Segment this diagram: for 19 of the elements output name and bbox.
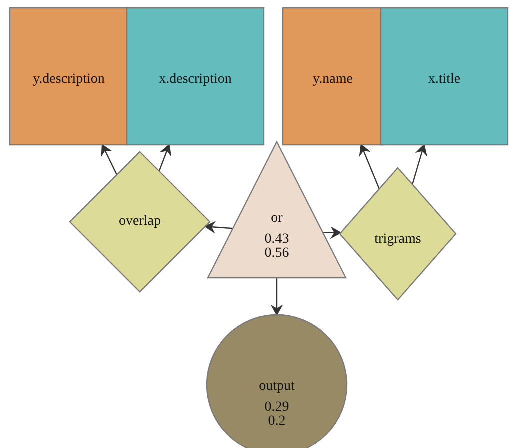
arrow — [158, 144, 172, 172]
node-label: x.description — [159, 73, 232, 88]
node-label: trigrams — [374, 233, 422, 248]
node-label: output — [259, 380, 295, 395]
node-value: 0.43 — [264, 232, 290, 248]
arrow — [272, 278, 282, 316]
node-label: y.description — [33, 73, 105, 88]
arrow — [360, 144, 380, 190]
node-label: or — [271, 212, 283, 227]
arrow — [101, 144, 118, 176]
arrow — [204, 222, 234, 233]
node-value: 0.56 — [264, 247, 290, 262]
node-label: y.name — [313, 73, 353, 88]
node-value: 0.2 — [268, 415, 286, 430]
arrow — [412, 144, 428, 185]
node-label: overlap — [119, 214, 161, 230]
node-label: x.title — [428, 73, 461, 88]
arrow — [322, 227, 342, 238]
node-value: 0.29 — [264, 400, 290, 416]
